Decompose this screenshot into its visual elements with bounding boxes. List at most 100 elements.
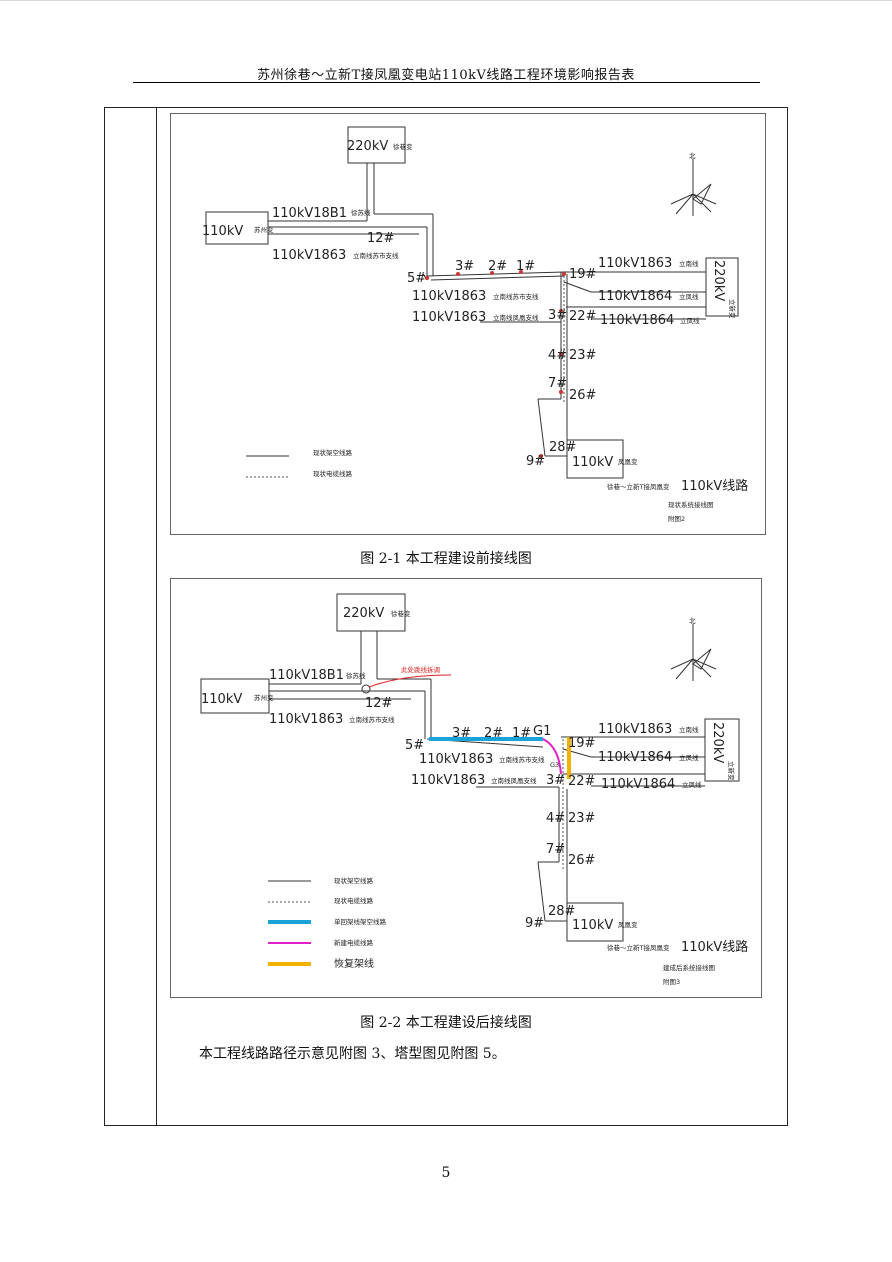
jumper-note: 此处跳线拆调: [401, 665, 440, 674]
line-1864a-name: 立凤线: [679, 292, 699, 301]
line-1864b-name: 立凤线: [682, 780, 702, 789]
tower-label: 3#: [548, 308, 567, 323]
tower-label: 28#: [549, 440, 576, 455]
line-1863-right-code: 110kV1863: [598, 256, 672, 271]
report-table-column-divider: [156, 107, 157, 1126]
legend-restore-label: 恢复架线: [334, 957, 374, 970]
line-1863-fh-code: 110kV1863: [411, 773, 485, 788]
tower-label: 22#: [568, 774, 595, 789]
tower-label: G1: [533, 724, 551, 739]
title-block-drawing: 现状系统接线图: [668, 500, 714, 509]
line-1864b-code: 110kV1864: [601, 777, 675, 792]
substation-fenghuang-box: [566, 439, 624, 479]
tower-label: 12#: [365, 696, 392, 711]
tower-label: 7#: [546, 842, 565, 857]
header-rule: [133, 82, 760, 83]
line-1863-right-name: 立南线: [679, 259, 699, 268]
figure-2-1-diagram: 北 220kV 徐巷变 110kV 苏州变 220kV 立新变 110kV 凤凰…: [202, 126, 748, 523]
report-table-frame: [104, 107, 788, 1126]
line-18b1-code: 110kV18B1: [272, 206, 347, 221]
line-1863-mid-code: 110kV1863: [412, 289, 486, 304]
line-18b1-name: 徐苏线: [351, 208, 371, 217]
suzhou-name: 苏州变: [254, 693, 274, 702]
title-block-line: 110kV线路: [681, 478, 748, 494]
north-label: 北: [689, 152, 696, 160]
line-1863-right-code: 110kV1863: [598, 722, 672, 737]
line-1863-branch-code: 110kV1863: [269, 712, 343, 727]
tower-label: 4#: [548, 348, 567, 363]
lixin-kv: 220kV: [711, 260, 726, 301]
line-1863-mid-name: 立南线苏市支线: [499, 755, 545, 764]
lixin-name: 立新变: [728, 299, 737, 319]
substation-lixin-box: [705, 257, 739, 317]
substation-suzhou-box: [200, 678, 270, 714]
title-block-number: 附图2: [668, 514, 685, 523]
tower-label: 5#: [407, 271, 426, 286]
tower-label: 2#: [484, 726, 503, 741]
tower-label: 12#: [367, 231, 394, 246]
line-1864b-name: 立凤线: [680, 316, 700, 325]
tower-label: 3#: [452, 726, 471, 741]
figure-2-2-caption: 图 2-2 本工程建设后接线图: [360, 1015, 532, 1031]
line-1864a-code: 110kV1864: [598, 289, 672, 304]
tower-label: 19#: [569, 267, 596, 282]
substation-suzhou-box: [205, 211, 269, 245]
figure-2-1-caption: 图 2-1 本工程建设前接线图: [360, 551, 532, 567]
tower-label: 2#: [488, 259, 507, 274]
north-arrow-icon: [670, 624, 717, 681]
line-1863-mid-name: 立南线苏市支线: [493, 292, 539, 301]
xuxiang-name: 徐巷变: [391, 609, 411, 618]
substation-lixin-box: [704, 718, 740, 782]
tower-label: 9#: [525, 916, 544, 931]
suzhou-name: 苏州变: [254, 225, 274, 234]
substation-xuxiang-box: [347, 126, 406, 164]
tower-label: G3: [550, 761, 559, 769]
title-block-project: 徐巷～立新T接凤凰变: [607, 482, 670, 491]
xuxiang-name: 徐巷变: [393, 142, 413, 151]
line-1864a-code: 110kV1864: [598, 750, 672, 765]
legend-cable-label: 现状电缆线路: [313, 469, 353, 478]
suzhou-kv: 110kV: [202, 224, 243, 239]
title-block-number: 附图3: [663, 977, 680, 986]
tower-label: 4#: [546, 811, 565, 826]
lixin-name: 立新变: [727, 761, 736, 781]
line-1863-fh-name: 立南线凤凰支线: [493, 313, 539, 322]
tower-label: 26#: [569, 388, 596, 403]
line-18b1-code: 110kV18B1: [269, 668, 344, 683]
line-1863-branch-code: 110kV1863: [272, 248, 346, 263]
substation-fenghuang-box: [566, 902, 624, 942]
title-block-drawing: 建成后系统接线图: [663, 963, 715, 972]
legend-overhead-label: 现状架空线路: [334, 876, 374, 885]
xuxiang-kv: 220kV: [347, 139, 388, 154]
line-1863-branch-name: 立南线苏市支线: [349, 715, 395, 724]
line-1864b-code: 110kV1864: [600, 313, 674, 328]
page-header-title: 苏州徐巷～立新T接凤凰变电站110kV线路工程环境影响报告表: [257, 68, 635, 83]
suzhou-kv: 110kV: [201, 692, 242, 707]
north-arrow-icon: [670, 159, 717, 216]
line-1863-right-name: 立南线: [679, 725, 699, 734]
tower-label: 26#: [568, 853, 595, 868]
title-block-line: 110kV线路: [681, 939, 748, 955]
legend-overhead-label: 现状架空线路: [313, 448, 353, 457]
figure-2-2-frame: 此处跳线拆调 北 220kV 徐巷变 110kV 苏州变 220kV 立新变 1…: [170, 578, 762, 998]
lixin-kv: 220kV: [710, 722, 725, 763]
figure-2-1-frame: 北 220kV 徐巷变 110kV 苏州变 220kV 立新变 110kV 凤凰…: [170, 113, 766, 535]
line-1863-branch-name: 立南线苏市支线: [353, 251, 399, 260]
tower-label: 22#: [569, 309, 596, 324]
tower-label: 28#: [548, 904, 575, 919]
tower-label: 7#: [548, 376, 567, 391]
line-1863-mid-code: 110kV1863: [419, 752, 493, 767]
tower-label: 1#: [512, 726, 531, 741]
fenghuang-name: 凤凰变: [618, 920, 638, 929]
tower-label: 5#: [405, 738, 424, 753]
tower-label: 23#: [569, 348, 596, 363]
line-1863-fh-name: 立南线凤凰支线: [491, 776, 537, 785]
title-block-project: 徐巷～立新T接凤凰变: [607, 943, 670, 952]
xuxiang-kv: 220kV: [343, 606, 384, 621]
top-border-line: [0, 0, 892, 1]
tower-label: 9#: [526, 454, 545, 469]
fenghuang-kv: 110kV: [572, 918, 613, 933]
line-1863-fh-code: 110kV1863: [412, 310, 486, 325]
line-1864a-name: 立凤线: [679, 753, 699, 762]
fenghuang-kv: 110kV: [572, 455, 613, 470]
